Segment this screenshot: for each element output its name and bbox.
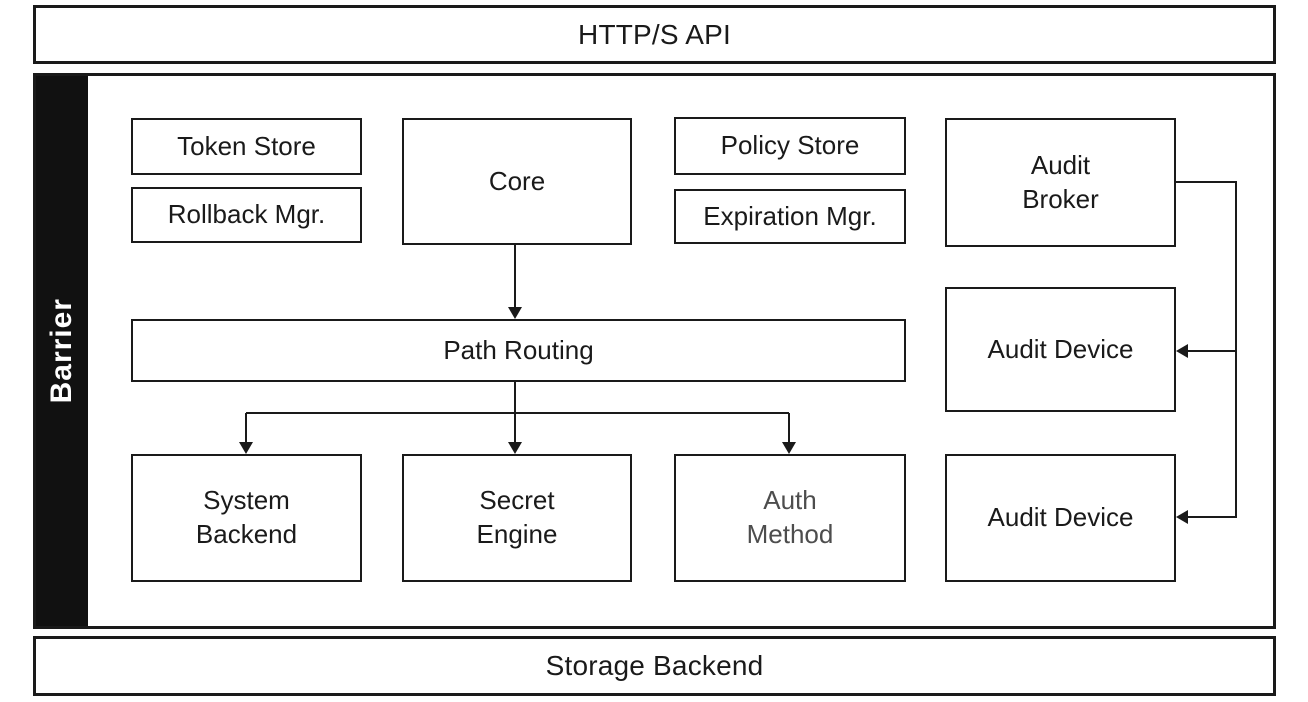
audit-broker-box: Audit Broker [945,118,1176,247]
storage-backend-label: Storage Backend [545,650,764,681]
audit-device-bottom-label: Audit Device [987,502,1134,533]
core-box: Core [402,118,632,245]
storage-backend-bar: Storage Backend [33,636,1276,696]
path-routing-label: Path Routing [443,334,594,365]
system-backend-box: System Backend [131,454,362,582]
policy-store-label: Policy Store [720,130,860,161]
audit-device-bottom-box: Audit Device [945,454,1176,582]
system-backend-label: System Backend [195,485,298,549]
secret-engine-box: Secret Engine [402,454,632,582]
http-api-label: HTTP/S API [578,18,731,50]
expiration-mgr-box: Expiration Mgr. [674,189,906,244]
token-store-label: Token Store [177,130,316,161]
auth-method-label: Auth Method [746,485,834,549]
policy-store-box: Policy Store [674,117,906,175]
audit-broker-label: Audit Broker [1022,149,1099,214]
audit-device-top-label: Audit Device [987,333,1134,364]
rollback-mgr-box: Rollback Mgr. [131,187,362,243]
audit-device-top-box: Audit Device [945,287,1176,412]
path-routing-box: Path Routing [131,319,906,382]
barrier-label: Barrier [45,298,78,404]
auth-method-box: Auth Method [674,454,906,582]
rollback-mgr-label: Rollback Mgr. [167,199,326,230]
barrier-strip: Barrier [36,76,88,626]
secret-engine-label: Secret Engine [476,485,558,549]
token-store-box: Token Store [131,118,362,175]
http-api-bar: HTTP/S API [33,5,1276,64]
core-label: Core [488,165,546,196]
expiration-mgr-label: Expiration Mgr. [703,200,877,231]
